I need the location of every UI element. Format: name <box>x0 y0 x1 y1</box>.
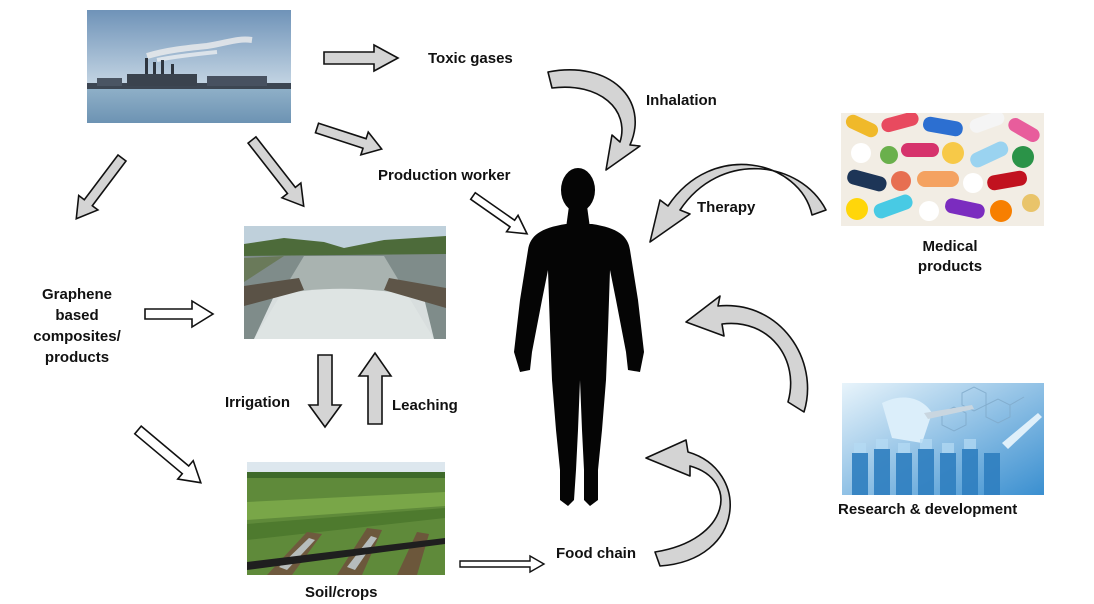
label-irrigation: Irrigation <box>225 394 291 411</box>
water-canal-photo <box>244 226 446 339</box>
arrow-leaching-up <box>357 351 393 425</box>
label-medical-products-line2: products <box>917 258 983 275</box>
label-graphene-line1: Graphene <box>41 286 113 303</box>
label-inhalation: Inhalation <box>646 92 717 109</box>
arrow-graphene-to-soil <box>133 425 203 484</box>
arrow-factory-to-water <box>246 135 305 208</box>
curved-arrow-inhalation <box>547 69 641 171</box>
label-leaching: Leaching <box>392 397 458 414</box>
arrow-production-worker-to-human <box>469 191 529 235</box>
curved-arrow-research <box>685 295 809 413</box>
label-therapy: Therapy <box>697 199 756 216</box>
label-production-worker: Production worker <box>378 167 511 184</box>
label-graphene-line3: composites/ <box>33 328 121 345</box>
crop-field-photo <box>247 462 445 575</box>
arrow-soil-to-food-chain <box>459 554 546 574</box>
laboratory-photo <box>842 383 1044 495</box>
arrow-graphene-to-water <box>144 299 215 329</box>
label-research-development: Research & development <box>838 501 1018 518</box>
label-medical-products: Medical products <box>905 238 995 275</box>
label-graphene-line4: products <box>44 349 110 366</box>
arrow-factory-to-production-worker <box>314 122 384 157</box>
factory-photo <box>87 10 291 123</box>
curved-arrow-therapy <box>649 163 827 243</box>
label-graphene-line2: based <box>55 307 99 324</box>
label-graphene-products: Graphene based composites/ products <box>22 284 132 368</box>
label-soil-crops: Soil/crops <box>305 584 378 601</box>
arrow-irrigation-down <box>307 354 343 429</box>
curved-arrow-food-chain <box>645 439 731 567</box>
label-food-chain: Food chain <box>556 545 636 562</box>
arrow-factory-to-graphene <box>75 153 128 220</box>
label-toxic-gases: Toxic gases <box>428 50 513 67</box>
pills-photo <box>841 113 1044 226</box>
label-medical-products-line1: Medical <box>922 238 978 255</box>
arrow-factory-to-toxic-gases <box>323 43 400 73</box>
human-silhouette <box>514 168 644 506</box>
